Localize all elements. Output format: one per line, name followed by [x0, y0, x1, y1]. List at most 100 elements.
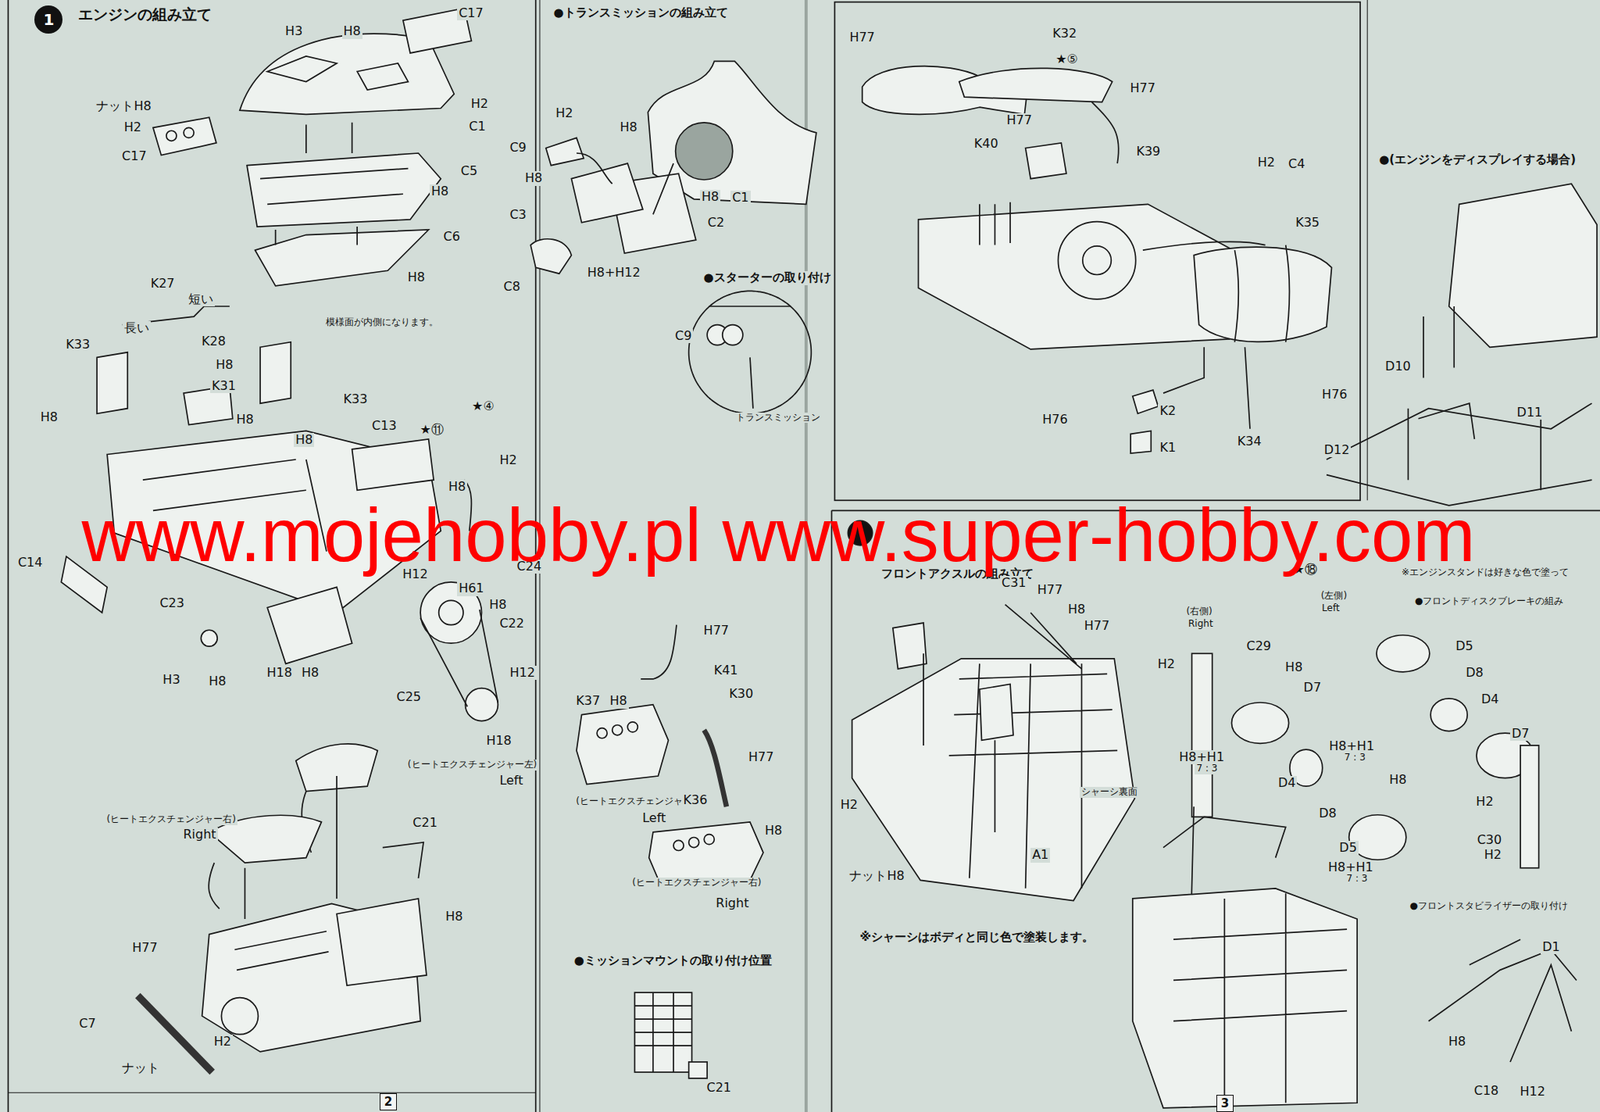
part-label: H8+H12 [585, 265, 643, 280]
part-label: H76 [1320, 387, 1349, 402]
part-label: Left [640, 810, 668, 825]
part-label: H8 [618, 120, 640, 135]
part-label: C4 [1286, 157, 1307, 172]
note-text: 模様面が内側になります。 [324, 317, 440, 329]
part-label: H77 [746, 750, 775, 765]
part-label: H2 [122, 120, 143, 135]
section-heading: エンジンの組み立て [76, 6, 214, 24]
part-label: K41 [712, 663, 740, 678]
part-label: K39 [1134, 144, 1162, 159]
part-label: ★④ [470, 399, 497, 414]
part-label: C30 [1475, 832, 1504, 847]
part-label: H2 [212, 1034, 233, 1049]
part-label: C6 [442, 229, 462, 244]
note-text: Right [1186, 618, 1215, 630]
part-label: C9 [507, 140, 528, 155]
part-label: H8 [429, 184, 450, 199]
note-text: 7 : 3 [1342, 752, 1368, 764]
part-label: H12 [1518, 1084, 1547, 1099]
part-label: H8 [39, 410, 60, 425]
part-label: K40 [972, 136, 1000, 151]
page-number: 3 [1216, 1094, 1234, 1112]
part-label: K35 [1293, 215, 1322, 230]
part-label: D1 [1540, 939, 1562, 954]
part-label: 短い [186, 292, 215, 307]
part-label: C23 [157, 596, 186, 611]
part-label: H8 [342, 24, 363, 39]
part-label: C31 [1000, 575, 1029, 590]
note-text: トランスミッション [734, 412, 822, 424]
part-label: H8 [1066, 602, 1087, 617]
note-text: ●フロントスタビライザーの取り付け [1407, 900, 1569, 912]
part-label: H8 [1387, 772, 1408, 787]
part-label: D7 [1302, 680, 1324, 695]
part-label: C9 [673, 328, 693, 343]
part-label: H8 [446, 479, 468, 494]
part-label: H3 [283, 24, 304, 39]
part-label: H77 [1128, 81, 1158, 96]
part-label: D8 [1464, 665, 1486, 680]
part-label: K37 [574, 693, 602, 708]
part-label: C18 [1472, 1083, 1501, 1098]
part-label: K28 [200, 334, 228, 349]
part-label: H77 [702, 623, 731, 638]
part-label: H12 [507, 665, 536, 680]
note-text: (左側) [1319, 590, 1349, 602]
part-label: C25 [394, 689, 423, 704]
part-label: H61 [457, 581, 486, 596]
part-label: K2 [1157, 403, 1178, 418]
part-label: H2 [1156, 657, 1177, 672]
part-label: H8 [214, 357, 235, 372]
part-label: K33 [64, 337, 92, 352]
part-label: H8 [607, 693, 629, 708]
section-heading: ●スターターの取り付け [702, 271, 833, 285]
section-heading: ●(エンジンをディスプレイする場合) [1377, 153, 1578, 167]
part-label: D5 [1337, 840, 1359, 855]
part-label: K1 [1157, 440, 1178, 455]
part-label: K27 [149, 276, 177, 291]
part-label: D7 [1510, 726, 1532, 741]
part-label: H18 [484, 733, 513, 748]
part-label: H2 [1474, 794, 1495, 809]
part-label: H8 [293, 432, 315, 447]
part-label: D4 [1479, 692, 1501, 707]
part-label: H8 [406, 270, 427, 285]
note-text: (ヒートエクスチェンジャー左) [406, 759, 539, 771]
note-text: ●フロントディスクブレーキの組み [1413, 596, 1565, 608]
note-text: シャーシ裏面 [1079, 786, 1140, 798]
note-text: 7 : 3 [1344, 873, 1369, 885]
note-text: 7 : 3 [1194, 763, 1219, 775]
note-text: (ヒートエクスチェンジャー右) [105, 814, 238, 825]
note-text: (右側) [1184, 606, 1214, 618]
part-label: K34 [1235, 434, 1264, 449]
page-number: 2 [379, 1092, 397, 1111]
part-label: H8 [207, 674, 228, 689]
part-label: D12 [1322, 442, 1352, 458]
part-label: H2 [469, 96, 490, 111]
part-label: H18 [265, 665, 294, 680]
part-label: C1 [467, 119, 487, 134]
part-label: 長い [122, 321, 151, 336]
part-label: K30 [727, 686, 755, 701]
part-label: ナットH8 [847, 868, 906, 883]
part-label: H2 [839, 797, 860, 812]
part-label: H8+H1 [1327, 739, 1376, 754]
part-label: H8 [523, 171, 544, 186]
part-label: H2 [497, 453, 518, 468]
part-label: C8 [502, 279, 522, 294]
part-label: H77 [847, 30, 876, 45]
part-label: ★⑤ [1053, 52, 1080, 67]
part-label: H2 [1256, 155, 1277, 170]
part-label: C29 [1244, 639, 1273, 654]
part-label: C21 [410, 815, 440, 830]
part-label: C22 [497, 616, 526, 631]
part-label: K31 [210, 378, 238, 393]
part-label: H8+H1 [1177, 750, 1226, 765]
part-label: Right [714, 896, 750, 911]
part-label: H8 [1446, 1034, 1468, 1049]
part-label: C17 [120, 149, 149, 164]
part-label: C1 [730, 190, 750, 205]
part-label: C14 [16, 555, 45, 570]
part-label: C13 [370, 418, 399, 433]
part-label: H77 [130, 940, 159, 955]
